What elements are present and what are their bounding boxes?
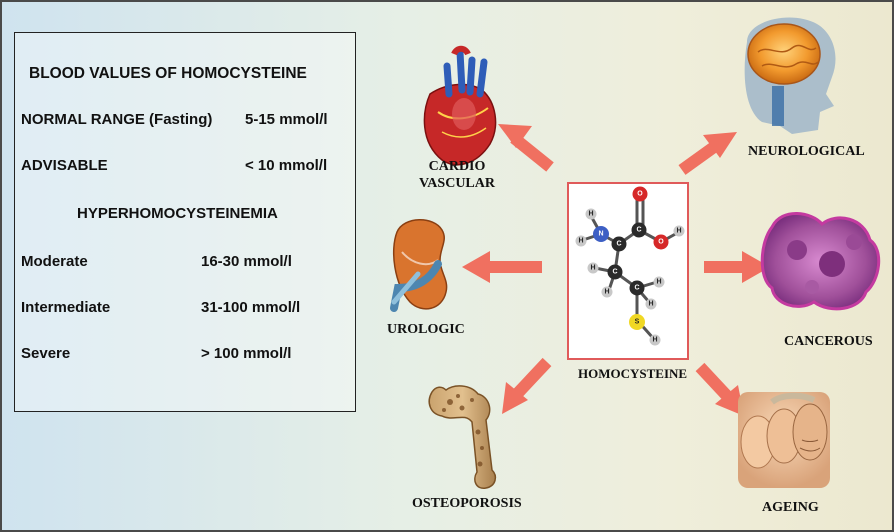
cardio-label-line1: CARDIO (428, 159, 486, 174)
arrow-to-cancer (704, 251, 770, 283)
atom-h6: H (653, 276, 665, 288)
center-label: HOMOCYSTEINE (578, 366, 688, 381)
osteoporosis-label: OSTEOPOROSIS (412, 496, 522, 511)
normal-range-label: NORMAL RANGE (Fasting) (21, 111, 213, 128)
arrow-to-uro (462, 251, 542, 283)
svg-text:C: C (636, 227, 641, 234)
arrow-to-neuro (678, 132, 737, 175)
atom-c2: C (631, 222, 647, 238)
atom-c3: C (607, 264, 623, 280)
brain-head-icon (744, 17, 836, 134)
svg-text:H: H (652, 337, 657, 344)
atom-o1: O (632, 186, 648, 202)
severity-value-moderate: 16-30 mmol/l (201, 253, 292, 270)
hyper-heading: HYPERHOMOCYSTEINEMIA (77, 205, 278, 222)
cancer-cell-icon (760, 212, 881, 311)
svg-text:H: H (588, 211, 593, 218)
svg-text:H: H (578, 238, 583, 245)
atom-h8: H (649, 334, 661, 346)
cardio-label: CARDIO VASCULAR (417, 158, 497, 192)
atom-c1: C (611, 236, 627, 252)
atom-h4: H (587, 262, 599, 274)
arrows (462, 124, 770, 416)
svg-text:H: H (648, 301, 653, 308)
kidney-icon (390, 219, 448, 312)
blood-values-box: BLOOD VALUES OF HOMOCYSTEINE NORMAL RANG… (14, 32, 356, 412)
atom-h1: H (585, 208, 597, 220)
blood-values-title: BLOOD VALUES OF HOMOCYSTEINE (29, 65, 307, 82)
atom-n: N (593, 226, 609, 242)
atom-h2: H (575, 235, 587, 247)
svg-text:C: C (612, 269, 617, 276)
severity-label-moderate: Moderate (21, 253, 88, 270)
svg-text:H: H (676, 228, 681, 235)
cancerous-label: CANCEROUS (784, 334, 873, 349)
neurological-label: NEUROLOGICAL (748, 144, 865, 159)
molecule-structure: H H N C C O O H C C H H H H S H (575, 186, 685, 346)
svg-text:O: O (658, 239, 664, 246)
atom-s: S (629, 314, 645, 330)
svg-text:C: C (616, 241, 621, 248)
svg-text:H: H (590, 265, 595, 272)
atom-h7: H (645, 298, 657, 310)
atom-h5: H (601, 286, 613, 298)
ageing-label: AGEING (762, 500, 819, 515)
normal-range-value: 5-15 mmol/l (245, 111, 328, 128)
svg-text:O: O (637, 191, 643, 198)
arrow-to-ageing (695, 362, 744, 416)
ageing-faces-icon (738, 392, 830, 488)
urologic-label: UROLOGIC (387, 322, 465, 337)
advisable-label: ADVISABLE (21, 157, 108, 174)
heart-icon (423, 45, 497, 166)
arrow-to-osteo (502, 357, 552, 414)
cardio-label-line2: VASCULAR (419, 176, 495, 191)
severity-value-severe: > 100 mmol/l (201, 345, 292, 362)
arrow-to-cardio (498, 124, 554, 172)
svg-text:H: H (656, 279, 661, 286)
atom-c4: C (629, 280, 645, 296)
advisable-value: < 10 mmol/l (245, 157, 328, 174)
svg-text:H: H (604, 289, 609, 296)
atom-o2: O (653, 234, 669, 250)
severity-value-intermediate: 31-100 mmol/l (201, 299, 301, 316)
atom-h3: H (673, 225, 685, 237)
bone-icon (428, 385, 497, 489)
severity-label-severe: Severe (21, 345, 71, 362)
svg-text:C: C (634, 285, 639, 292)
homocysteine-molecule: H H N C C O O H C C H H H H S H (567, 182, 689, 360)
severity-label-intermediate: Intermediate (21, 299, 111, 316)
svg-text:N: N (598, 231, 603, 238)
svg-text:S: S (635, 319, 640, 326)
